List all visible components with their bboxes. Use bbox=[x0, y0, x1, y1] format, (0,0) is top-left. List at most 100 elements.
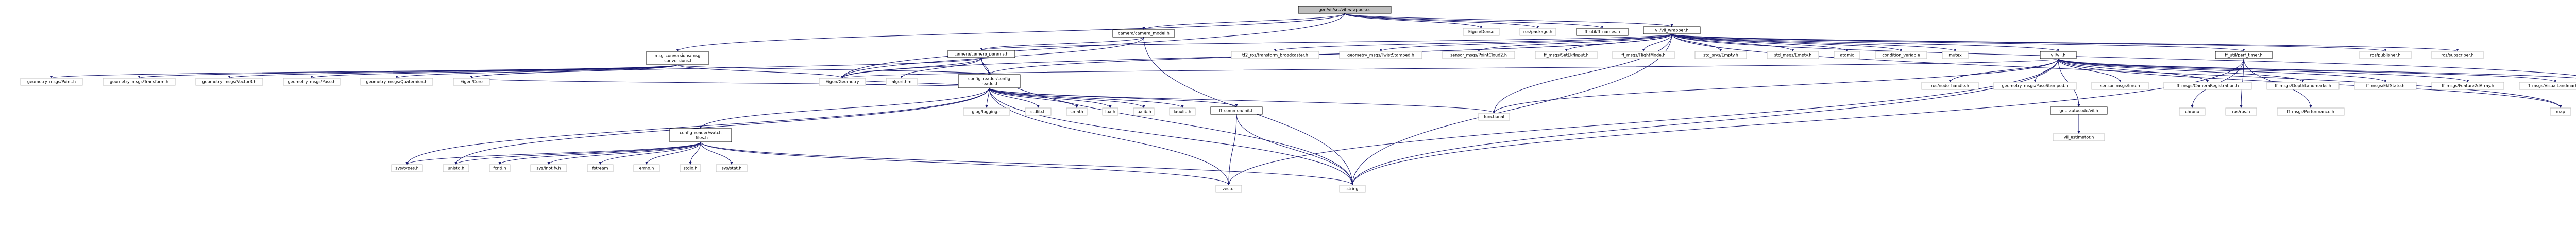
graph-node-frames[interactable]: ff_util/ff_names.h bbox=[1576, 28, 1629, 36]
edge-arrowhead-watch_files-to-fstream bbox=[599, 162, 602, 165]
edge-watch_files-to-fstream bbox=[600, 141, 701, 165]
edge-config_reader-to-string bbox=[989, 87, 1353, 186]
edge-vil_h-to-string bbox=[1352, 58, 2059, 186]
graph-node-ff-common[interactable]: ff_common/init.h bbox=[1210, 106, 1263, 115]
edge-arrowhead-config_reader-to-ff_common bbox=[1235, 104, 1238, 107]
graph-node-box bbox=[1535, 51, 1598, 59]
graph-node-label: camera/camera_params.h bbox=[955, 52, 1009, 57]
graph-node-label: ff_msgs/CameraRegistration.h bbox=[2177, 84, 2239, 88]
edge-arrowhead-watch_files-to-errno bbox=[645, 162, 648, 165]
graph-node-ros-ros: ros/ros.h bbox=[2225, 107, 2257, 116]
edge-arrowhead-vil_wrapper_h-to-ros_pub bbox=[2384, 49, 2387, 51]
graph-node-camreg: ff_msgs/CameraRegistration.h bbox=[2163, 82, 2252, 90]
edge-arrowhead-vil_h-to-imu bbox=[2119, 80, 2122, 82]
edge-vil_h-to-imu bbox=[2058, 58, 2121, 83]
graph-node-stdio: stdio.h bbox=[680, 164, 701, 172]
graph-node-label: gnc_autocode/vil.h bbox=[2059, 109, 2098, 113]
graph-node-box bbox=[1478, 113, 1510, 121]
edge-arrowhead-watch_files-to-stdio bbox=[689, 162, 692, 165]
graph-node-point: geometry_msgs/Point.h bbox=[20, 78, 83, 86]
graph-node-box bbox=[2266, 82, 2340, 90]
graph-node-label: string bbox=[1347, 187, 1359, 191]
edge-arrowhead-vil_wrapper_h-to-camera_params bbox=[980, 48, 983, 50]
graph-node-msg-conv[interactable]: msg_conversions/msg_conversions.h bbox=[646, 51, 709, 65]
graph-node-lauxlib: lauxlib.h bbox=[1169, 107, 1196, 116]
graph-node-camera-model[interactable]: camera/camera_model.h bbox=[1112, 29, 1175, 38]
edge-root-to-frames bbox=[1344, 13, 1603, 29]
edge-config_reader-to-unistd bbox=[455, 87, 990, 165]
graph-node-label: std_msgs/Empty.h bbox=[1774, 53, 1812, 58]
edge-vil_wrapper_h-to-mutex bbox=[1671, 33, 1956, 52]
graph-node-box bbox=[1767, 51, 1819, 59]
graph-node-box bbox=[2431, 82, 2504, 90]
graph-node-box bbox=[283, 78, 341, 86]
edge-watch_files-to-sysstat bbox=[700, 141, 732, 165]
edge-watch_files-to-vector bbox=[700, 141, 1229, 186]
graph-node-box bbox=[1102, 107, 1118, 116]
edge-arrowhead-root-to-msg_conv bbox=[676, 49, 679, 51]
graph-node-box bbox=[360, 78, 433, 86]
graph-node-watch-files[interactable]: config_reader/watch_files.h bbox=[669, 128, 732, 142]
graph-node-box bbox=[963, 107, 1010, 116]
graph-node-label: mutex bbox=[1948, 53, 1962, 58]
edge-arrowhead-root-to-frames bbox=[1601, 26, 1604, 28]
edge-perf_timer-to-string bbox=[1352, 58, 2244, 186]
graph-node-label: ff_util/perf_timer.h bbox=[2225, 53, 2262, 58]
graph-node-box bbox=[453, 78, 490, 86]
graph-node-camera-params[interactable]: camera/camera_params.h bbox=[947, 50, 1015, 58]
edge-config_reader-to-lauxlib bbox=[989, 87, 1183, 109]
graph-node-perf-timer[interactable]: ff_util/perf_timer.h bbox=[2215, 51, 2273, 59]
graph-node-label: stdlib.h bbox=[1030, 110, 1046, 114]
graph-node-label: unistd.h bbox=[448, 166, 464, 171]
graph-node-label: vil/vil.h bbox=[2051, 53, 2066, 58]
graph-node-label: lualib.h bbox=[1136, 110, 1151, 114]
edge-watch_files-to-systypes bbox=[406, 141, 701, 165]
graph-node-ekfstate: ff_msgs/EkfState.h bbox=[2354, 82, 2417, 90]
graph-node-config-reader[interactable]: config_reader/config_reader.h bbox=[958, 74, 1021, 88]
edge-config_reader-to-stdlib bbox=[989, 87, 1039, 109]
graph-node-vil-wrapper-h[interactable]: vil/vil_wrapper.h bbox=[1643, 26, 1701, 34]
graph-node-atomic: atomic bbox=[1834, 51, 1860, 59]
graph-node-unistd: unistd.h bbox=[443, 164, 469, 172]
graph-node-label: ros/ros.h bbox=[2232, 110, 2250, 114]
edge-msg_conv-to-pose bbox=[311, 64, 678, 79]
graph-node-gnc-autocode[interactable]: gnc_autocode/vil.h bbox=[2050, 106, 2108, 115]
graph-node-box bbox=[646, 51, 709, 65]
graph-node-glog: glog/logging.h bbox=[963, 107, 1010, 116]
edge-arrowhead-vil_wrapper_h-to-perf_timer bbox=[2242, 49, 2245, 51]
edge-arrowhead-vil_h-to-map bbox=[2559, 105, 2562, 108]
graph-node-label: atomic bbox=[1840, 53, 1854, 58]
graph-node-box bbox=[2359, 51, 2412, 59]
edge-watch_files-to-inotify bbox=[548, 141, 701, 165]
edge-arrowhead-vil_wrapper_h-to-ros_sub bbox=[2456, 49, 2459, 51]
graph-node-vil-h[interactable]: vil/vil.h bbox=[2040, 51, 2077, 59]
edge-vil_h-to-ros_node bbox=[1950, 58, 2059, 83]
graph-node-label: chrono bbox=[2185, 110, 2199, 114]
graph-node-cmath: cmath bbox=[1066, 107, 1088, 116]
graph-node-box bbox=[1875, 51, 1927, 59]
graph-node-fcntl: fcntl.h bbox=[489, 164, 511, 172]
graph-node-box bbox=[1339, 51, 1422, 59]
graph-node-label: ff_msgs/VisualLandmarks.h bbox=[2527, 84, 2576, 88]
edge-root-to-msg_conv bbox=[677, 13, 1345, 52]
graph-node-box bbox=[886, 78, 918, 86]
graph-node-posest: geometry_msgs/PoseStamped.h bbox=[1993, 82, 2077, 90]
graph-node-label: fcntl.h bbox=[493, 166, 506, 171]
graph-node-featarr: ff_msgs/Feature2dArray.h bbox=[2431, 82, 2504, 90]
graph-node-map: map bbox=[2550, 107, 2571, 116]
graph-node-pose: geometry_msgs/Pose.h bbox=[283, 78, 341, 86]
graph-node-box bbox=[2550, 107, 2571, 116]
graph-node-eigen-core: Eigen/Core bbox=[453, 78, 490, 86]
edge-arrowhead-vil_wrapper_h-to-mutex bbox=[1954, 49, 1957, 51]
graph-node-label: lauxlib.h bbox=[1174, 110, 1191, 114]
edge-vil_h-to-ekfstate bbox=[2058, 58, 2386, 83]
edge-vil_h-to-camreg bbox=[2058, 58, 2208, 83]
edge-arrowhead-vil_wrapper_h-to-tf2_ros bbox=[1274, 49, 1277, 51]
edge-arrowhead-vil_wrapper_h-to-twist bbox=[1379, 49, 1382, 51]
edge-vil_h-to-depthlm bbox=[2058, 58, 2303, 83]
graph-node-root[interactable]: gen/vil/src/vil_wrapper.cc bbox=[1298, 6, 1392, 14]
edge-config_reader-to-watch_files bbox=[700, 87, 990, 129]
graph-node-stdlib: stdlib.h bbox=[1025, 107, 1052, 116]
graph-node-box bbox=[1231, 51, 1319, 59]
graph-node-box bbox=[1993, 82, 2077, 90]
